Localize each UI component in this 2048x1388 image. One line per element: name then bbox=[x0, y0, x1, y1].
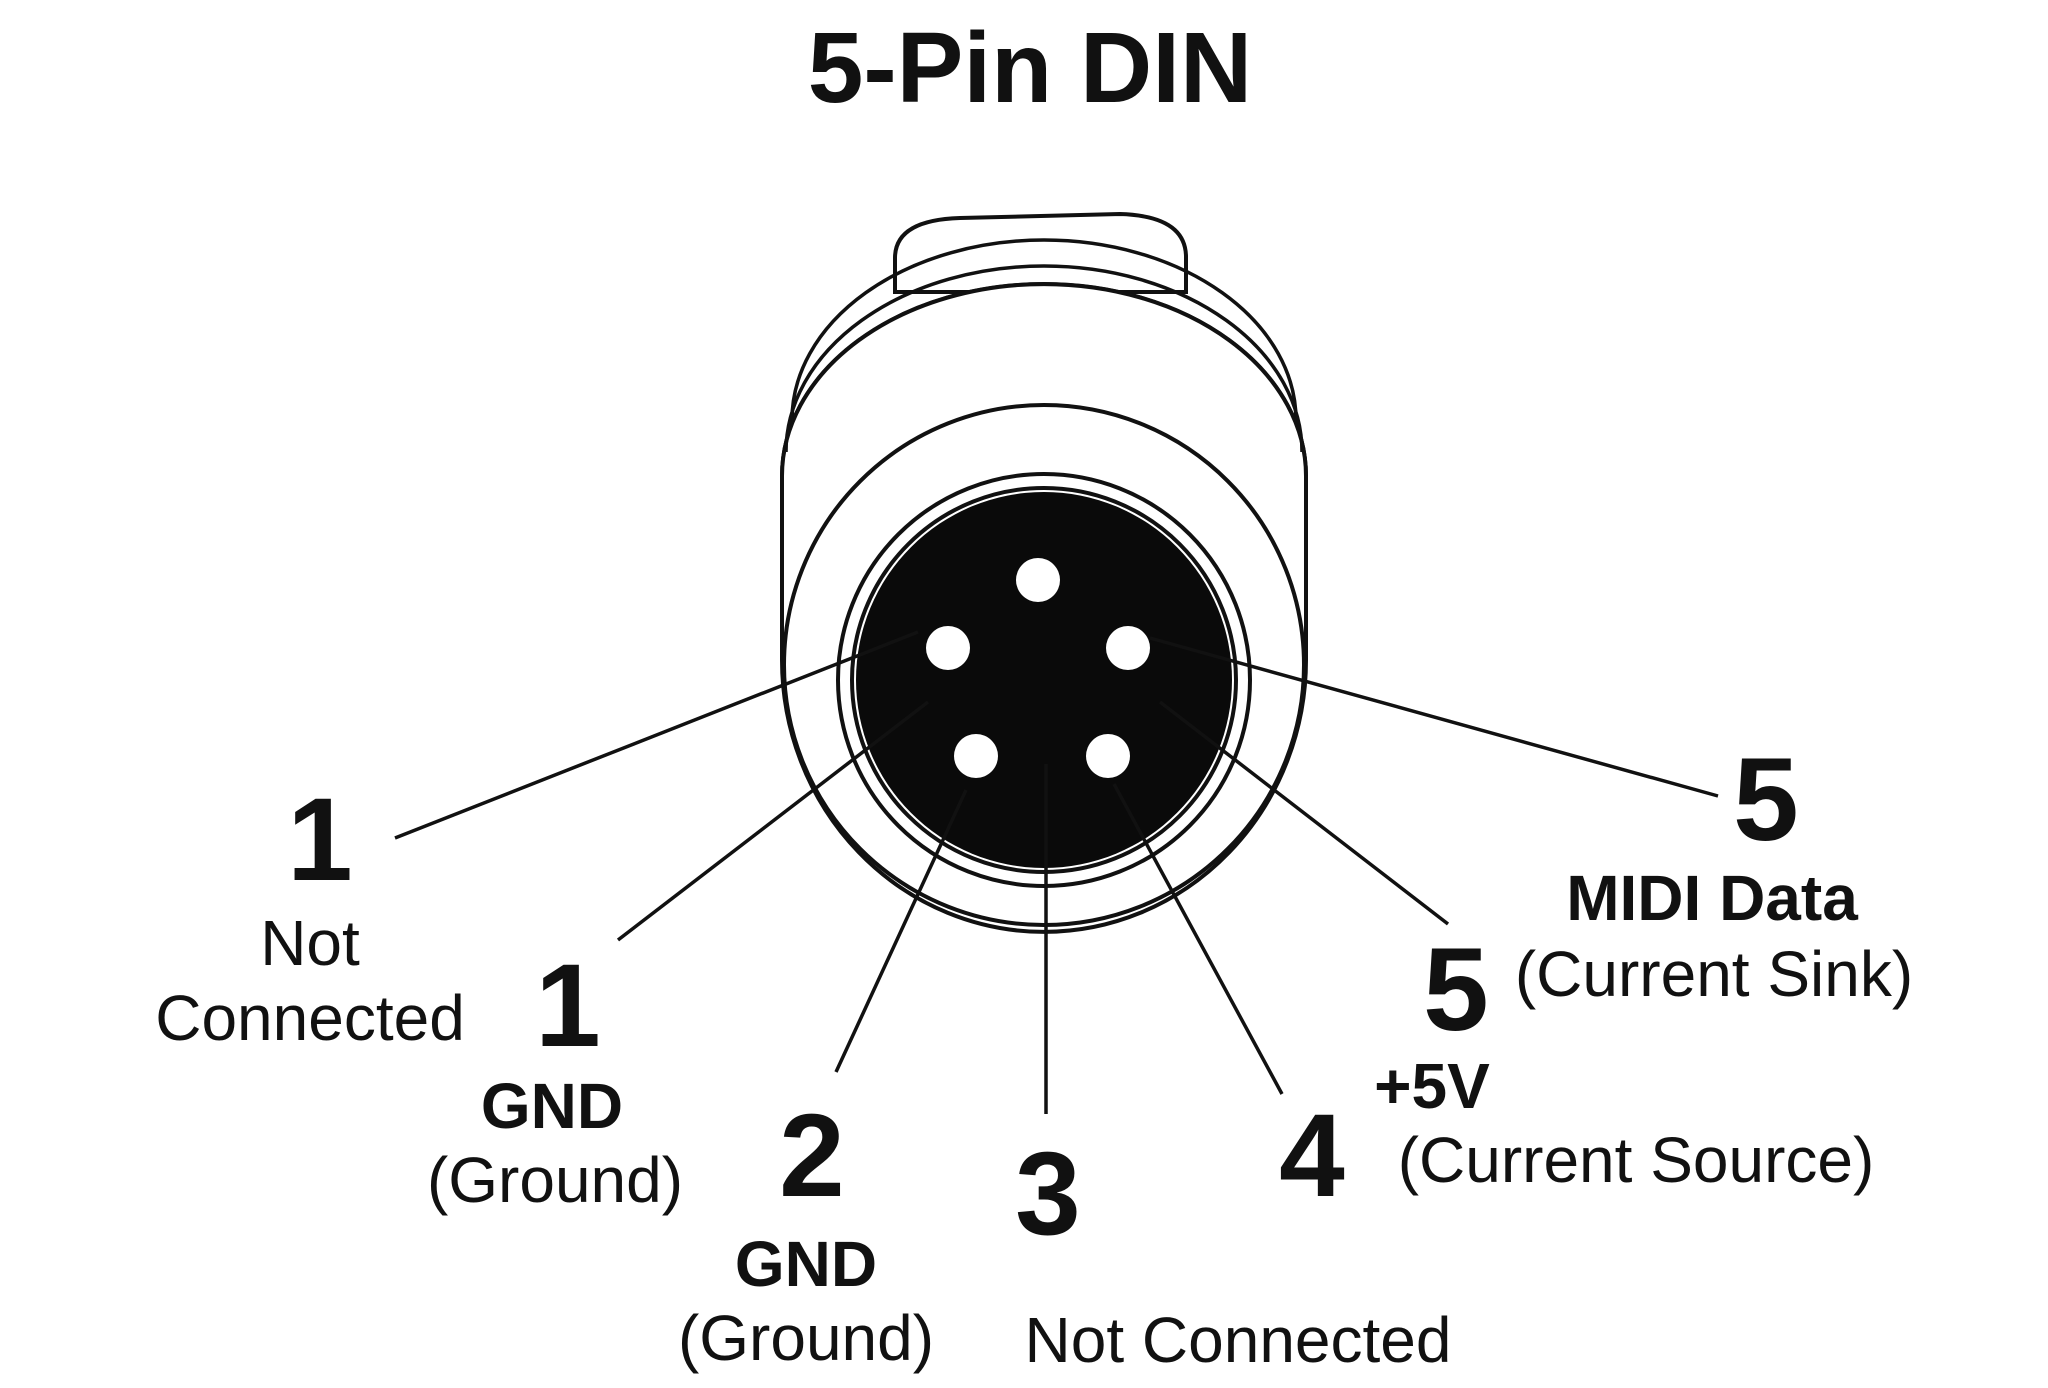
pin-left-lower bbox=[954, 734, 998, 778]
pin-name: GND bbox=[735, 1228, 877, 1300]
leader-bottom-left bbox=[834, 789, 968, 1073]
pin-desc: (Current Sink) bbox=[1515, 938, 1913, 1010]
pin-desc-line-1: Not bbox=[260, 907, 360, 979]
pin-desc: Not Connected bbox=[1025, 1304, 1452, 1376]
pin-number: 1 bbox=[287, 774, 353, 906]
pin-right-upper bbox=[1106, 626, 1150, 670]
leader-bottom-right bbox=[1112, 783, 1284, 1095]
pin-left-upper bbox=[926, 626, 970, 670]
connector-socket-face bbox=[856, 492, 1232, 868]
callout-right-inner: 5 +5V (Current Source) bbox=[1374, 924, 1874, 1196]
pin-number: 3 bbox=[1015, 1128, 1081, 1260]
callout-bottom-right: 4 bbox=[1279, 1090, 1345, 1222]
leader-left-inner bbox=[616, 700, 930, 942]
pin-name: +5V bbox=[1374, 1050, 1490, 1122]
connector-band-upper bbox=[790, 238, 1298, 421]
pin-number: 2 bbox=[779, 1090, 845, 1222]
leader-left-outer bbox=[394, 630, 919, 840]
pin-number: 5 bbox=[1733, 734, 1799, 866]
pin-desc: (Current Source) bbox=[1398, 1124, 1875, 1196]
leader-right-inner bbox=[1158, 700, 1450, 926]
pin-desc-line-2: Connected bbox=[155, 982, 465, 1054]
pin-number: 5 bbox=[1423, 924, 1489, 1056]
callout-bottom-center: 3 Not Connected bbox=[1015, 1128, 1451, 1376]
pin-desc: (Ground) bbox=[427, 1144, 683, 1216]
pin-name: MIDI Data bbox=[1566, 862, 1858, 934]
page-title: 5-Pin DIN bbox=[808, 12, 1252, 124]
callout-left-outer: 1 Not Connected bbox=[155, 774, 465, 1054]
callout-left-inner: 1 GND (Ground) bbox=[427, 940, 683, 1216]
callout-right-outer: 5 MIDI Data (Current Sink) bbox=[1515, 734, 1913, 1010]
pin-number: 1 bbox=[535, 940, 601, 1072]
leader-right-outer bbox=[1149, 636, 1719, 798]
pin-number: 4 bbox=[1279, 1090, 1345, 1222]
connector-body bbox=[780, 211, 1308, 934]
pin-top bbox=[1016, 558, 1060, 602]
connector-band-lower bbox=[784, 264, 1304, 453]
pin-name: GND bbox=[481, 1070, 623, 1142]
leader-lines bbox=[394, 630, 1719, 1114]
pin-desc: (Ground) bbox=[678, 1302, 934, 1374]
pin-right-lower bbox=[1086, 734, 1130, 778]
callout-bottom-left: 2 GND (Ground) bbox=[678, 1090, 934, 1374]
